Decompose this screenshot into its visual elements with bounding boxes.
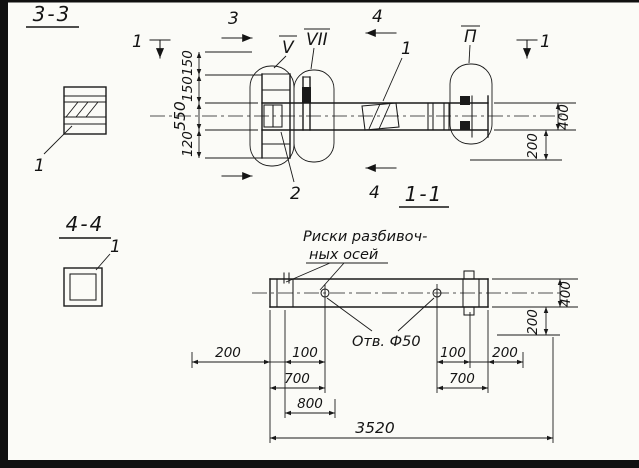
dim-200-top: 200: [525, 133, 541, 159]
elevation-right-dimensions: 400 200: [470, 102, 576, 161]
node-v-label: V: [282, 38, 295, 58]
node-vii-label: VII: [306, 30, 328, 50]
item-2-leader-label: 2: [290, 184, 301, 204]
node-ovals: [249, 63, 493, 167]
section-4-4-title: 4-4: [66, 212, 105, 236]
item-1-label: 1: [34, 156, 45, 176]
section-3-3-view: 3-3 1: [26, 2, 107, 176]
item-leaders: 1 2: [280, 39, 412, 204]
note-line-1: Риски разбивоч-: [303, 229, 427, 245]
section-4-4-view: 4-4 1: [59, 212, 121, 307]
dim-right-100: 100: [440, 345, 466, 361]
leader-line: [95, 253, 111, 271]
hole-note: Отв. Ф50: [326, 297, 435, 350]
dim-total-3520: 3520: [355, 419, 395, 437]
embedded-plate: [361, 102, 400, 131]
leader-line: [43, 125, 73, 155]
hole-note-label: Отв. Ф50: [352, 334, 421, 350]
left-joint-detail: [261, 73, 291, 159]
cut-4-top-label: 4: [372, 7, 383, 27]
beam-tick-marks: [427, 102, 450, 131]
section-3-3-title: 3-3: [33, 2, 72, 26]
item-1-leader-label: 1: [401, 39, 412, 59]
item-1-label: 1: [110, 237, 121, 257]
right-end-detail: [460, 95, 473, 138]
section-1-1-bottom-dimensions: 200 100 100 200 700 700 800 3520: [191, 284, 554, 443]
dim-120: 120: [180, 131, 196, 157]
middle-joint-detail: [302, 76, 311, 131]
dim-400-bottom: 400: [558, 281, 574, 307]
section-1-1-right-dimensions: 400 200: [492, 278, 578, 336]
dim-400-top: 400: [556, 104, 572, 130]
dim-550: 550: [171, 101, 189, 131]
node-p-label: П: [464, 27, 477, 47]
dim-right-700: 700: [449, 371, 475, 387]
dim-left-100: 100: [292, 345, 318, 361]
section-1-1-view: 1-1 Риски разбивоч- ных осей: [191, 182, 578, 443]
dim-left-200: 200: [215, 345, 241, 361]
note-line-2: ных осей: [309, 247, 378, 263]
elevation-view: V VII П 1 1 3 4 4 1: [132, 7, 576, 204]
dim-left-700: 700: [284, 371, 310, 387]
beam-outline: [269, 270, 489, 316]
axis-marks-note: Риски разбивоч- ных осей: [285, 229, 427, 291]
cut-3-top-label: 3: [228, 9, 239, 29]
node-labels: V VII П: [273, 25, 480, 70]
dim-150-b: 150: [180, 76, 196, 102]
section-1-1-title: 1-1: [405, 182, 444, 206]
dim-right-200: 200: [492, 345, 518, 361]
cut-4-bottom-label: 4: [369, 183, 380, 203]
cut-marks: 1 1 3 4 4: [132, 7, 551, 203]
dim-150-a: 150: [180, 50, 196, 76]
cut-1-left-label: 1: [132, 32, 143, 52]
section-3-3-hatch: [65, 101, 99, 118]
dim-800: 800: [297, 396, 323, 412]
dim-200-bottom: 200: [525, 309, 541, 335]
cut-1-right-label: 1: [540, 32, 551, 52]
elevation-left-dimensions: 150 150 550 120: [171, 50, 262, 159]
